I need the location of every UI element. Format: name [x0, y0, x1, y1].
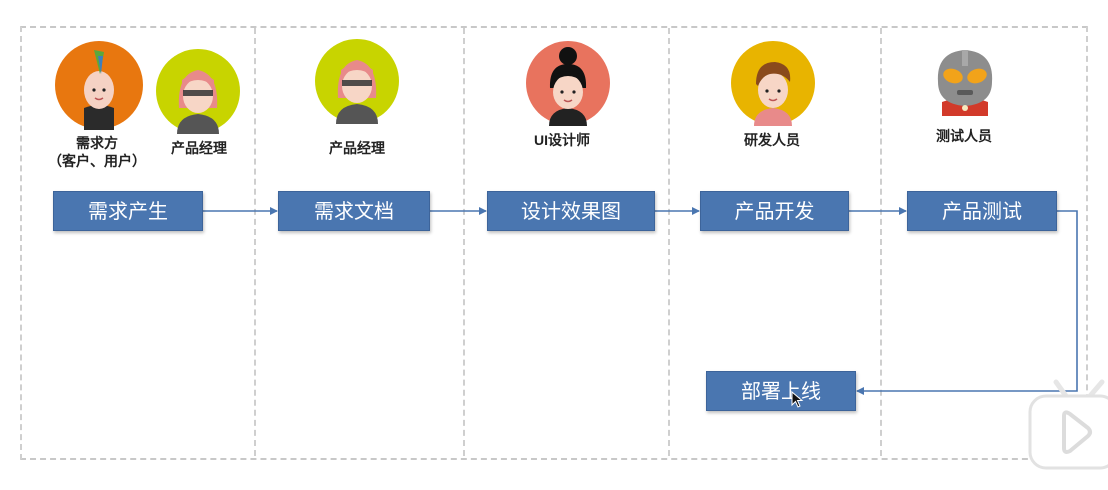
step-demand: 需求产生 [53, 191, 203, 231]
step-document: 需求文档 [278, 191, 430, 231]
step-deploy: 部署上线 [706, 371, 856, 411]
arrow-test-to-deploy [857, 211, 1077, 391]
step-design: 设计效果图 [487, 191, 655, 231]
mouse-cursor-icon [791, 391, 805, 409]
video-play-icon[interactable] [1026, 378, 1108, 470]
step-develop: 产品开发 [700, 191, 849, 231]
step-test: 产品测试 [907, 191, 1057, 231]
